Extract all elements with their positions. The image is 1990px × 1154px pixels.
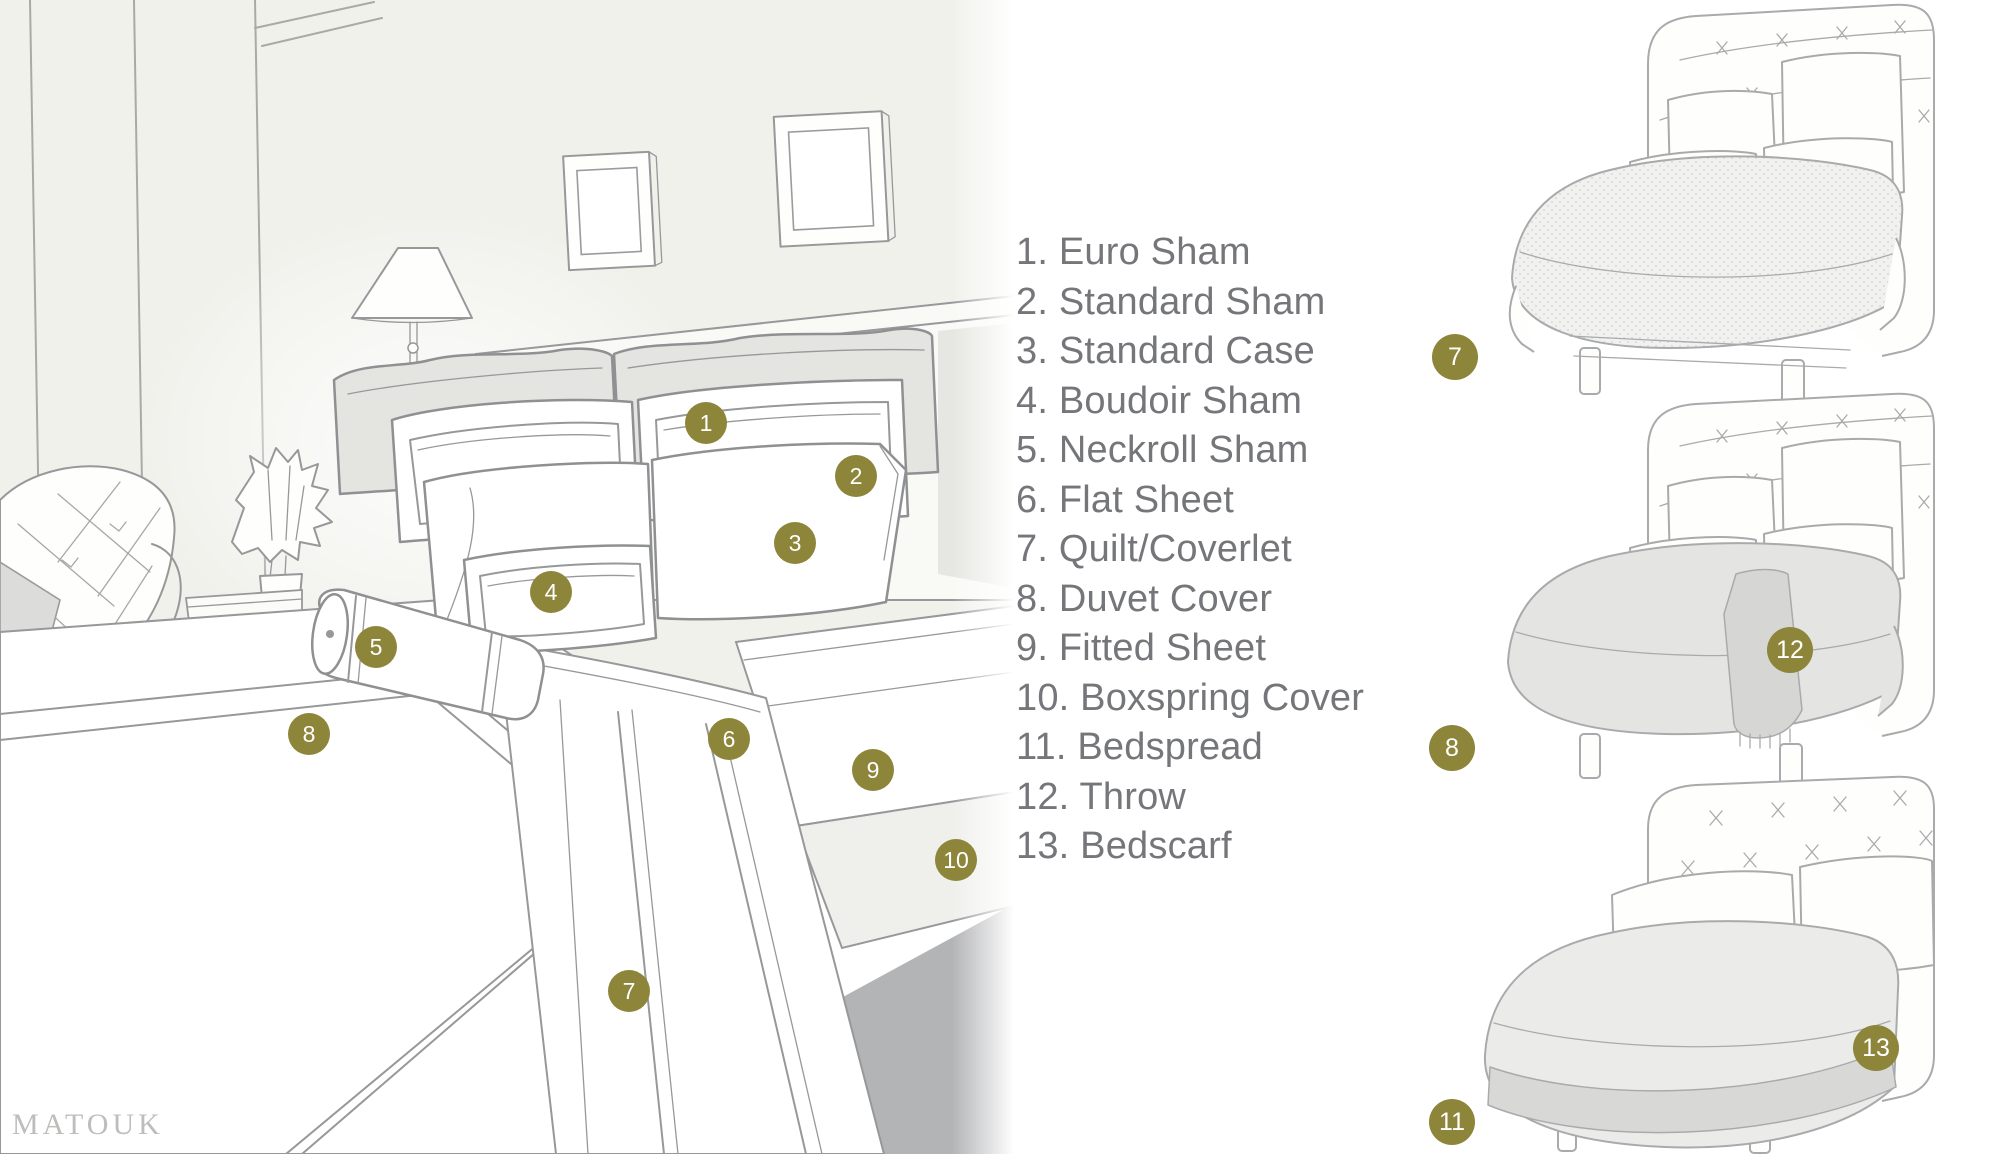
- scene-marker-9: 9: [852, 749, 894, 791]
- thumbnail-marker-8: 8: [1429, 725, 1475, 771]
- picture-frame-right: [772, 110, 896, 248]
- bedroom-illustration: [0, 0, 1014, 1154]
- legend-item-11: 11. Bedspread: [1016, 726, 1263, 768]
- neckroll-sham: [311, 588, 545, 721]
- thumbnail-marker-11: 11: [1429, 1099, 1475, 1145]
- legend-item-6: 6. Flat Sheet: [1016, 478, 1235, 521]
- legend-item-5: 5. Neckroll Sham: [1016, 429, 1309, 471]
- scene-marker-2: 2: [835, 455, 877, 497]
- legend-item-8: 8. Duvet Cover: [1016, 577, 1273, 620]
- thumbnail-marker-7: 7: [1432, 334, 1478, 380]
- thumbnail-bed-quilt: [1508, 3, 1935, 409]
- thumbnail-bed-duvet-throw: [1507, 392, 1935, 790]
- scene-marker-3: 3: [774, 522, 816, 564]
- legend-item-4: 4. Boudoir Sham: [1016, 379, 1303, 422]
- quilt-coverlet: [1508, 155, 1906, 369]
- picture-frame-left: [562, 150, 663, 272]
- thumbnail-marker-13: 13: [1853, 1025, 1899, 1071]
- throw: [1723, 568, 1803, 749]
- legend-item-3: 3. Standard Case: [1016, 330, 1315, 372]
- legend-item-7: 7. Quilt/Coverlet: [1016, 528, 1292, 570]
- bedscarf: [1487, 1046, 1897, 1134]
- legend-item-9: 9. Fitted Sheet: [1016, 627, 1267, 669]
- scene-marker-10: 10: [935, 839, 977, 881]
- matouk-wordmark: MATOUK: [12, 1108, 164, 1141]
- legs: [1579, 347, 1805, 409]
- duvet: [1507, 542, 1904, 736]
- legend-item-1: 1. Euro Sham: [1016, 231, 1251, 273]
- legs: [1579, 733, 1803, 790]
- scene-marker-5: 5: [355, 626, 397, 668]
- legend-item-12: 12. Throw: [1016, 775, 1187, 818]
- legend-item-2: 2. Standard Sham: [1016, 280, 1326, 323]
- legend-item-10: 10. Boxspring Cover: [1016, 676, 1365, 719]
- panel-fade: [952, 0, 1014, 1154]
- scene-marker-8: 8: [288, 713, 330, 755]
- scene-marker-4: 4: [530, 571, 572, 613]
- thumbnail-bed-bedspread: [1483, 775, 1935, 1154]
- scene-marker-7: 7: [608, 970, 650, 1012]
- legend-list: 1. Euro Sham 2. Standard Sham 3. Standar…: [1016, 228, 1436, 872]
- thumbnail-marker-12: 12: [1767, 627, 1813, 673]
- scene-marker-1: 1: [685, 402, 727, 444]
- legend-item-13: 13. Bedscarf: [1016, 825, 1232, 867]
- scene-marker-6: 6: [708, 718, 750, 760]
